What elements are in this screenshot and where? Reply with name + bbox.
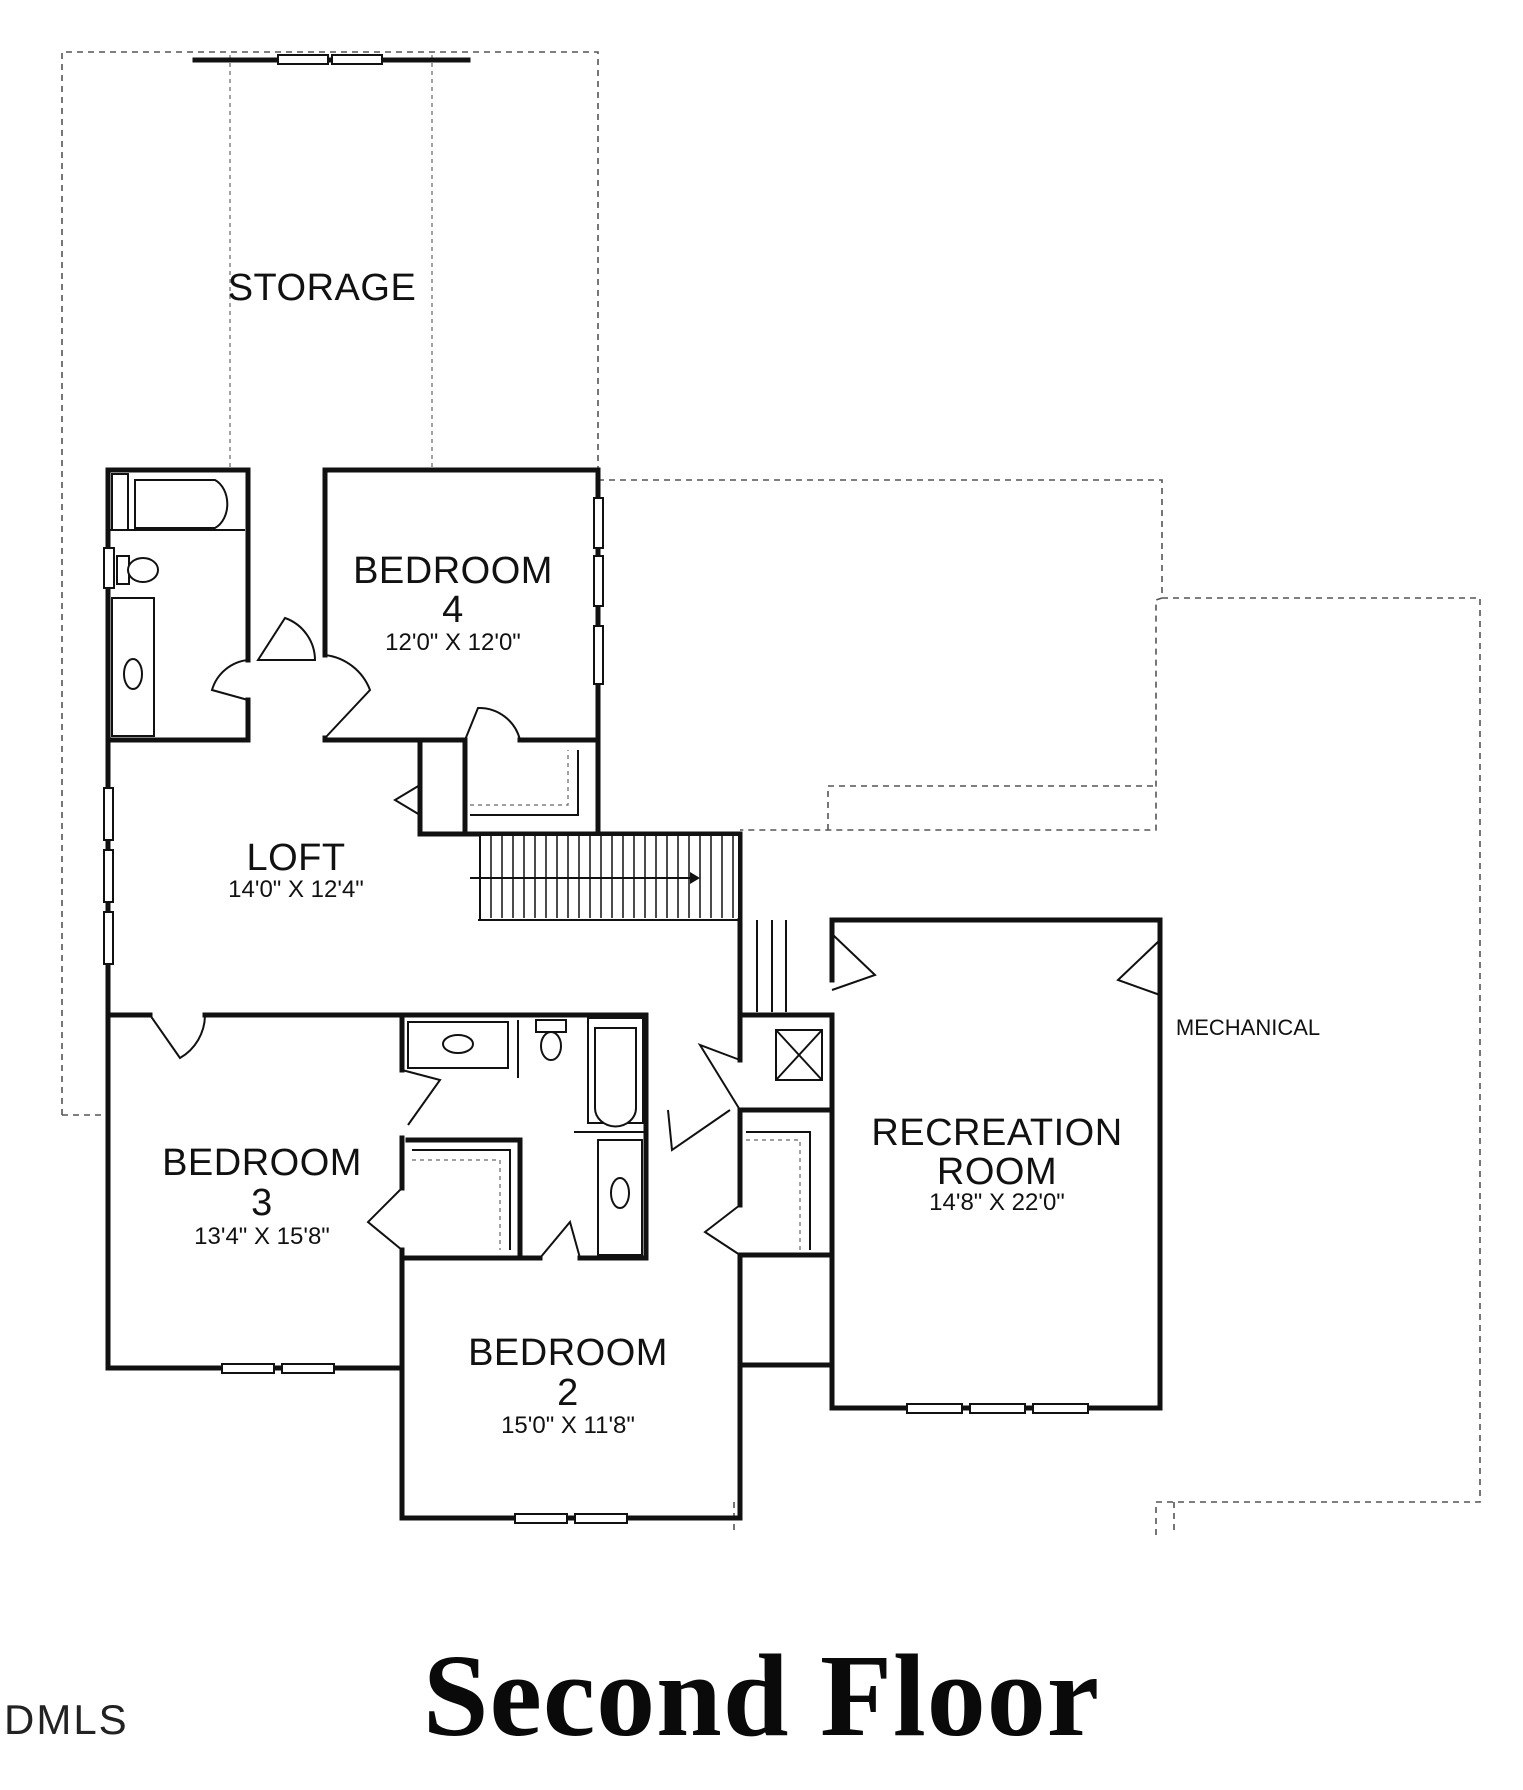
recreation-size: 14'8" X 22'0" xyxy=(929,1189,1065,1216)
bedroom2-size: 15'0" X 11'8" xyxy=(501,1412,635,1439)
storage-window xyxy=(192,54,471,65)
recreation-label-2: ROOM xyxy=(937,1151,1057,1193)
storage-outline xyxy=(61,51,599,1116)
bedroom3-label: BEDROOM xyxy=(162,1142,362,1184)
mechanical-label: MECHANICAL xyxy=(1176,1015,1320,1040)
bedroom4-number: 4 xyxy=(442,589,464,631)
floor-title: Second Floor xyxy=(422,1630,1101,1761)
bedroom4-label: BEDROOM xyxy=(353,550,553,592)
windows xyxy=(103,497,1089,1524)
loft-label: LOFT xyxy=(246,837,345,879)
doors xyxy=(149,616,1161,1259)
mls-watermark: DMLS xyxy=(4,1696,129,1743)
exterior-walls xyxy=(105,467,1163,1521)
bedroom3-size: 13'4" X 15'8" xyxy=(194,1223,330,1250)
loft-size: 14'0" X 12'4" xyxy=(228,876,364,903)
bathroom-fixtures xyxy=(103,473,823,1256)
bedroom2-number: 2 xyxy=(557,1372,579,1414)
storage-label: STORAGE xyxy=(228,267,417,309)
roof-outline-right xyxy=(598,479,1481,1535)
recreation-label: RECREATION xyxy=(871,1112,1122,1154)
bedroom3-number: 3 xyxy=(251,1182,273,1224)
bedroom2-label: BEDROOM xyxy=(468,1332,668,1374)
closet-shelves xyxy=(412,750,811,1250)
bedroom4-size: 12'0" X 12'0" xyxy=(385,629,521,656)
staircase xyxy=(470,836,787,1012)
